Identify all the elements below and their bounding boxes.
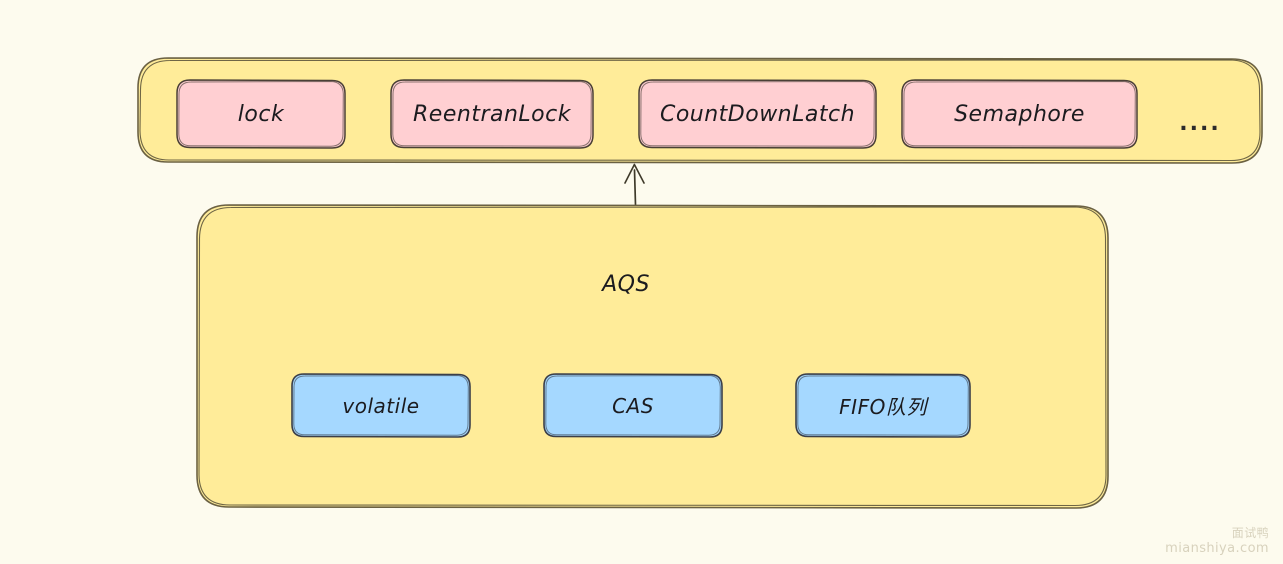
aqs-group-shape[interactable] bbox=[196, 204, 1109, 509]
pink-box-lock-shape[interactable] bbox=[176, 79, 346, 149]
pink-box-semaphore-shape[interactable] bbox=[901, 79, 1138, 149]
blue-box-cas-shape[interactable] bbox=[543, 373, 723, 438]
blue-box-fifo-queue-shape[interactable] bbox=[795, 373, 971, 438]
pink-box-countdownlatch-shape[interactable] bbox=[638, 79, 877, 149]
blue-box-volatile-shape[interactable] bbox=[291, 373, 471, 438]
aqs-to-implementations-arrow-shape bbox=[624, 163, 645, 206]
pink-box-reentranlock-shape[interactable] bbox=[390, 79, 594, 149]
